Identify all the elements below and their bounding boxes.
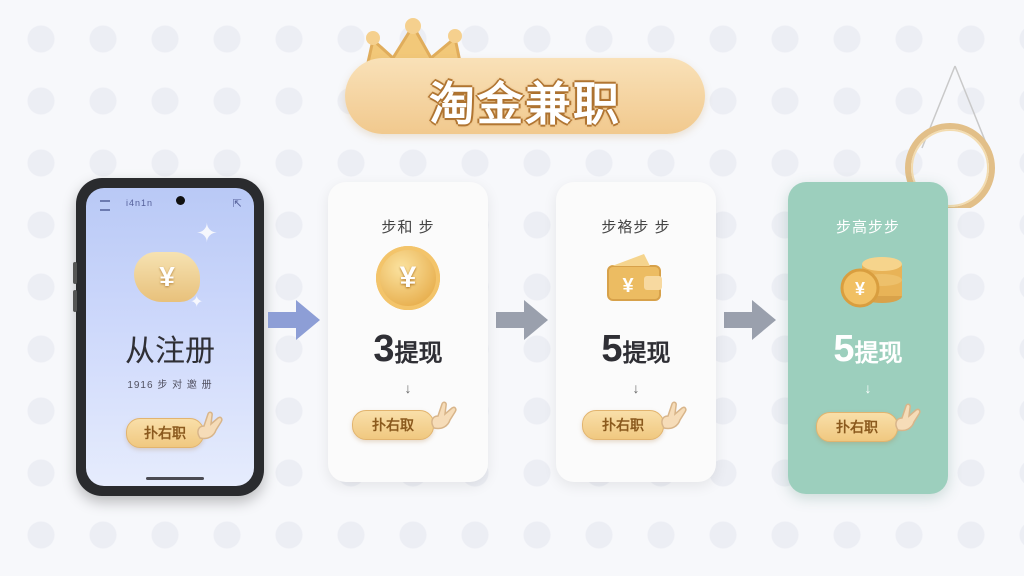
home-indicator [146, 477, 204, 480]
banner-title: 淘金兼职 [429, 78, 621, 130]
phone-headline: 从注册 [125, 335, 215, 368]
step-card-3: 步高步步 ¥ 5提现 ↓ 扑右职 [788, 182, 948, 494]
menu-icon[interactable] [100, 200, 110, 211]
yen-coin-icon: ¥ [376, 246, 440, 310]
share-icon[interactable]: ⇱ [232, 198, 242, 210]
arrow-down-icon: ↓ [632, 380, 640, 396]
step-action-button[interactable]: 扑右取 [352, 410, 434, 440]
yen-coin-icon: ¥ [134, 252, 200, 302]
phone-screen: i4n1n ⇱ ✦ ✦ ¥ 从注册 1916 步 对 邀 册 扑右职 [86, 188, 254, 486]
arrow-right-icon [496, 300, 548, 340]
step-action-button[interactable]: 扑右职 [582, 410, 664, 440]
step-amount: 5提现 [833, 328, 903, 370]
step-card-2: 步袼步 步 ¥ 5提现 ↓ 扑右职 [556, 182, 716, 482]
status-text: i4n1n [126, 198, 154, 208]
step-amount: 3提现 [373, 328, 443, 370]
step-title: 步袼步 步 [601, 219, 671, 236]
phone-mockup: i4n1n ⇱ ✦ ✦ ¥ 从注册 1916 步 对 邀 册 扑右职 [73, 178, 264, 496]
wallet-icon: ¥ [607, 254, 662, 301]
volume-button [73, 262, 77, 284]
sparkle-icon: ✦ [190, 294, 204, 311]
step-card-1: 步和 步 ¥ 3提现 ↓ 扑右取 [328, 182, 488, 482]
step-title: 步和 步 [381, 219, 435, 236]
phone-action-button[interactable]: 扑右职 [126, 418, 204, 448]
arrow-right-icon [268, 300, 320, 340]
arrow-right-icon [724, 300, 776, 340]
coin-stack-icon: ¥ [840, 257, 902, 308]
arrow-down-icon: ↓ [864, 380, 872, 396]
pointing-hand-icon [661, 401, 687, 430]
sparkle-icon: ✦ [196, 218, 218, 248]
step-title: 步高步步 [835, 219, 900, 236]
title-banner: 淘金兼职 [345, 58, 705, 134]
phone-caption: 1916 步 对 邀 册 [127, 380, 213, 391]
pointing-hand-icon [431, 401, 457, 430]
pointing-hand-icon [197, 411, 223, 440]
svg-text:¥: ¥ [855, 279, 865, 299]
hanging-ring-icon [905, 65, 995, 208]
volume-button [73, 290, 77, 312]
arrow-down-icon: ↓ [404, 380, 412, 396]
pointing-hand-icon [895, 403, 921, 432]
svg-text:¥: ¥ [622, 275, 634, 297]
camera-notch [176, 196, 185, 205]
step-amount: 5提现 [601, 328, 671, 370]
step-action-button[interactable]: 扑右职 [816, 412, 898, 442]
